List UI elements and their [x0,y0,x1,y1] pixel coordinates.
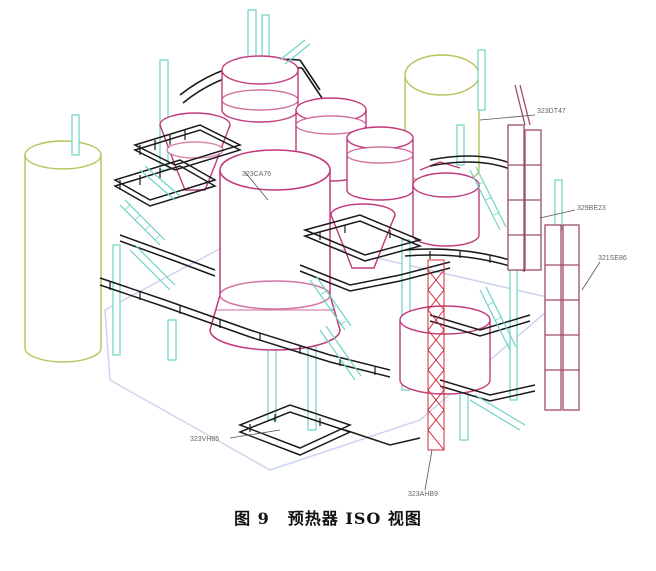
railing-posts [109,130,516,432]
leader-lines [229,114,601,491]
caption-number: 图 9 [234,509,270,528]
stairways [119,39,526,431]
right-ducts [507,84,580,411]
stair-treads [124,181,503,326]
right-upper-cyclone [346,126,414,201]
label-323DT47: 323DT47 [537,108,566,115]
caption-text: 预热器 ISO 视图 [287,509,422,528]
label-323AHB9: 323AHB9 [408,491,438,498]
label-323CA76: 323CA76 [242,171,271,178]
label-329BE23: 329BE23 [577,205,606,212]
label-321SE86: 321SE86 [598,255,627,262]
left-silo [24,140,102,363]
top-cyclone [221,55,299,123]
label-323VH85: 323VH85 [190,436,219,443]
red-lattice-column [427,259,445,451]
figure-caption: 图 9 预热器 ISO 视图 [0,505,656,529]
central-tower [209,149,341,351]
front-cone-cyclone [330,203,396,269]
